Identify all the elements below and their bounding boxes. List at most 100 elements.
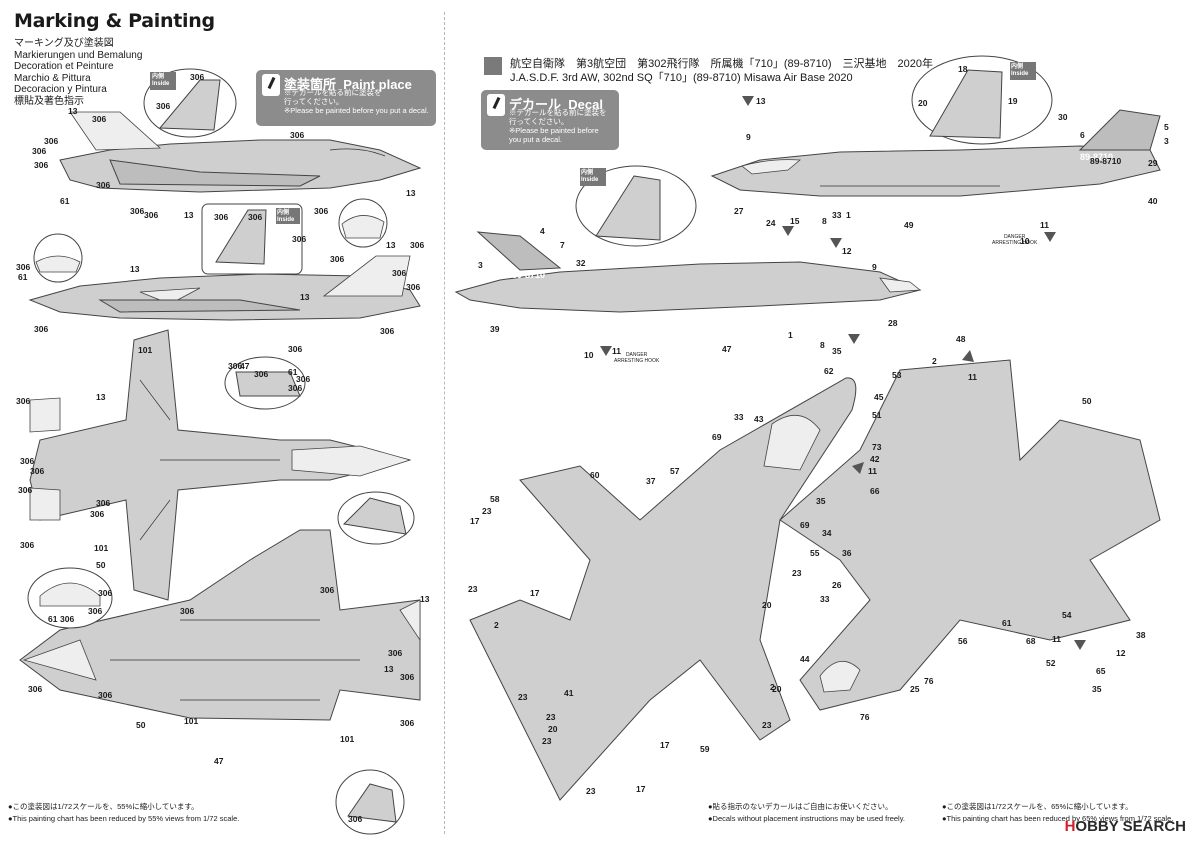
tail-number: 89-8710 [512,270,546,280]
decal-heading-en: Decal [568,97,603,112]
callout-number: 23 [762,720,772,730]
callout-number: 306 [400,672,415,682]
warning-triangle-icon [830,238,842,248]
callout-number: 69 [800,520,810,530]
callout-number: 23 [468,584,478,594]
callout-number: 23 [542,736,552,746]
callout-number: 306 [292,234,307,244]
callout-number: 53 [892,370,902,380]
callout-number: 43 [754,414,764,424]
callout-number: 35 [1092,684,1102,694]
callout-number: 51 [872,410,882,420]
callout-number: 34 [822,528,832,538]
decal-note-en: ※Please be painted before [509,126,599,135]
callout-number: 17 [470,516,480,526]
callout-number: 15 [790,216,800,226]
callout-number: 11 [1040,220,1049,230]
callout-number: 8 [820,340,825,350]
inside-label: 内側 Inside [581,170,599,183]
callout-number: 20 [918,98,928,108]
language-es: Decoracion y Pintura [14,84,107,96]
decal-note-jp-2: 行ってください。 [509,117,569,126]
callout-number: 49 [904,220,914,230]
callout-number: 101 [340,734,355,744]
inside-label: 内側 Inside [152,74,170,87]
callout-number: 306 [130,206,145,216]
language-fr: Decoration et Peinture [14,61,114,73]
callout-number: 9 [872,262,877,272]
callout-number: 23 [482,506,492,516]
tail-inset-2 [201,203,303,275]
top-view [29,329,412,601]
callout-number: 306 [32,146,47,156]
callout-number: 101 [138,345,153,355]
callout-number: 1 [846,210,851,220]
decal-tail-inset-1 [911,55,1053,145]
callout-number: 89-8710 [1090,156,1122,166]
paint-place-heading-jp: 塗装箇所 [284,77,337,92]
callout-number: 306 [96,180,111,190]
callout-number: 61 [288,367,298,377]
callout-number: 68 [1026,636,1036,646]
paint-place-note-jp-2: 行ってください。 [284,97,344,106]
callout-number: 13 [96,392,106,402]
callout-number: 11 [612,346,621,356]
callout-number: 306 [98,588,113,598]
callout-number: 10 [584,350,594,360]
callout-number: 306 [290,130,305,140]
callout-number: 306 [20,456,35,466]
callout-number: 306 [96,498,111,508]
callout-number: 48 [956,334,966,344]
top-inset [224,356,306,410]
callout-number: 1 [788,330,793,340]
callout-number: 13 [300,292,310,302]
decal-note-jp: ※デカールを貼る前に塗装を [509,108,607,117]
paint-brush-icon [262,74,280,96]
footnote-left-jp: ●この塗装図は1/72スケールを、55%に縮小しています。 [8,802,199,811]
paint-place-note-jp: ※デカールを貼る前に塗装を [284,88,382,97]
callout-number: 306 [34,160,49,170]
callout-number: 6 [1080,130,1085,140]
callout-number: 62 [824,366,834,376]
callout-number: 41 [564,688,574,698]
callout-number: 13 [130,264,140,274]
warning-triangle-icon [848,334,860,344]
footnote-right-en-1: ●Decals without placement instructions m… [708,814,905,823]
decal-side-profile-2 [454,231,922,313]
decal-heading-jp: デカール [509,97,562,112]
callout-number: 35 [832,346,842,356]
footnote-left-en: ●This painting chart has been reduced by… [8,814,240,823]
callout-number: 28 [888,318,898,328]
callout-number: 13 [68,106,78,116]
callout-number: 44 [800,654,810,664]
warning-triangle-icon [1074,640,1086,650]
callout-number: 12 [1116,648,1126,658]
paint-place-note-en: ※Please be painted before you put a deca… [284,106,429,115]
warning-triangle-icon [742,96,754,106]
callout-number: 52 [1046,658,1056,668]
callout-number: 23 [792,568,802,578]
callout-number: 306 [254,369,269,379]
callout-number: 306 [296,374,311,384]
callout-number: 3 [1164,136,1169,146]
inside-label: 内側 Inside [277,210,295,223]
callout-number: 306 [44,136,59,146]
callout-number: 60 [590,470,600,480]
bottom-inset-3 [335,769,405,835]
decal-icon [487,94,505,116]
paint-place-box: 塗装箇所 Paint place ※デカールを貼る前に塗装を 行ってください。 … [256,70,436,126]
warning-triangle-icon [1044,232,1056,242]
callout-number: 306 [98,690,113,700]
decal-bottom-view [779,359,1161,711]
callout-number: 50 [96,560,106,570]
callout-number: 50 [136,720,146,730]
danger-text: DANGER ARRESTING HOOK [992,234,1038,246]
bottom-view [19,529,421,721]
callout-number: 33 [832,210,842,220]
callout-number: 45 [874,392,884,402]
nose-inset [33,233,83,283]
callout-number: 11 [968,372,977,382]
decal-note-en-2: you put a decal. [509,135,562,144]
callout-number: 306 [90,509,105,519]
